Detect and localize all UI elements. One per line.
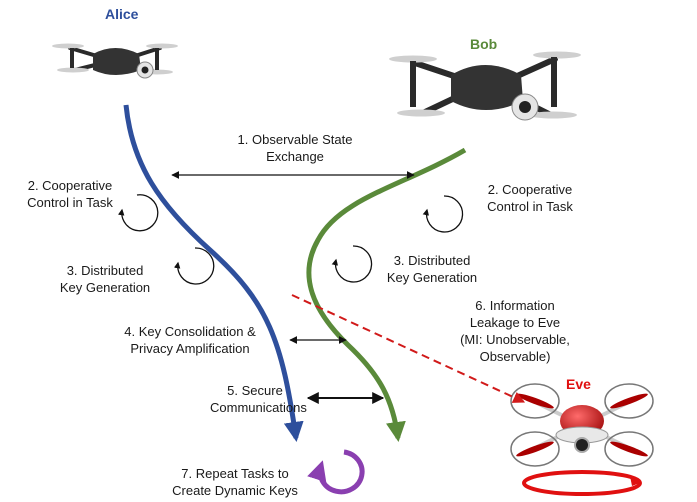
cycle-icon-keygen-right [331, 245, 373, 283]
cycle-icon-coop-left [117, 194, 159, 232]
step-leakage: 6. Information Leakage to Eve (MI: Unobs… [460, 298, 570, 364]
cycle-icon-keygen-left [173, 247, 215, 285]
alice-drone-icon [52, 43, 178, 79]
eve-label: Eve [566, 376, 591, 392]
step-observable-state: 1. Observable State Exchange [237, 132, 353, 164]
step-repeat: 7. Repeat Tasks to Create Dynamic Keys [172, 466, 298, 498]
bob-drone-icon [389, 51, 581, 121]
step-secure-comm: 5. Secure Communications [210, 383, 307, 415]
bob-trajectory [306, 147, 467, 442]
step-consolidation: 4. Key Consolidation & Privacy Amplifica… [124, 324, 256, 356]
step-coop-right: 2. Cooperative Control in Task [487, 182, 573, 214]
step-coop-left: 2. Cooperative Control in Task [27, 178, 113, 210]
cycle-icon-coop-right [422, 195, 464, 233]
alice-trajectory [123, 104, 304, 442]
repeat-cycle-icon [307, 449, 365, 495]
step-keygen-left: 3. Distributed Key Generation [59, 263, 151, 295]
leakage-arrow [291, 294, 526, 403]
alice-label: Alice [105, 6, 139, 22]
step-keygen-right: 3. Distributed Key Generation [386, 253, 478, 285]
eve-drone-icon [510, 383, 654, 496]
bob-label: Bob [470, 36, 498, 52]
